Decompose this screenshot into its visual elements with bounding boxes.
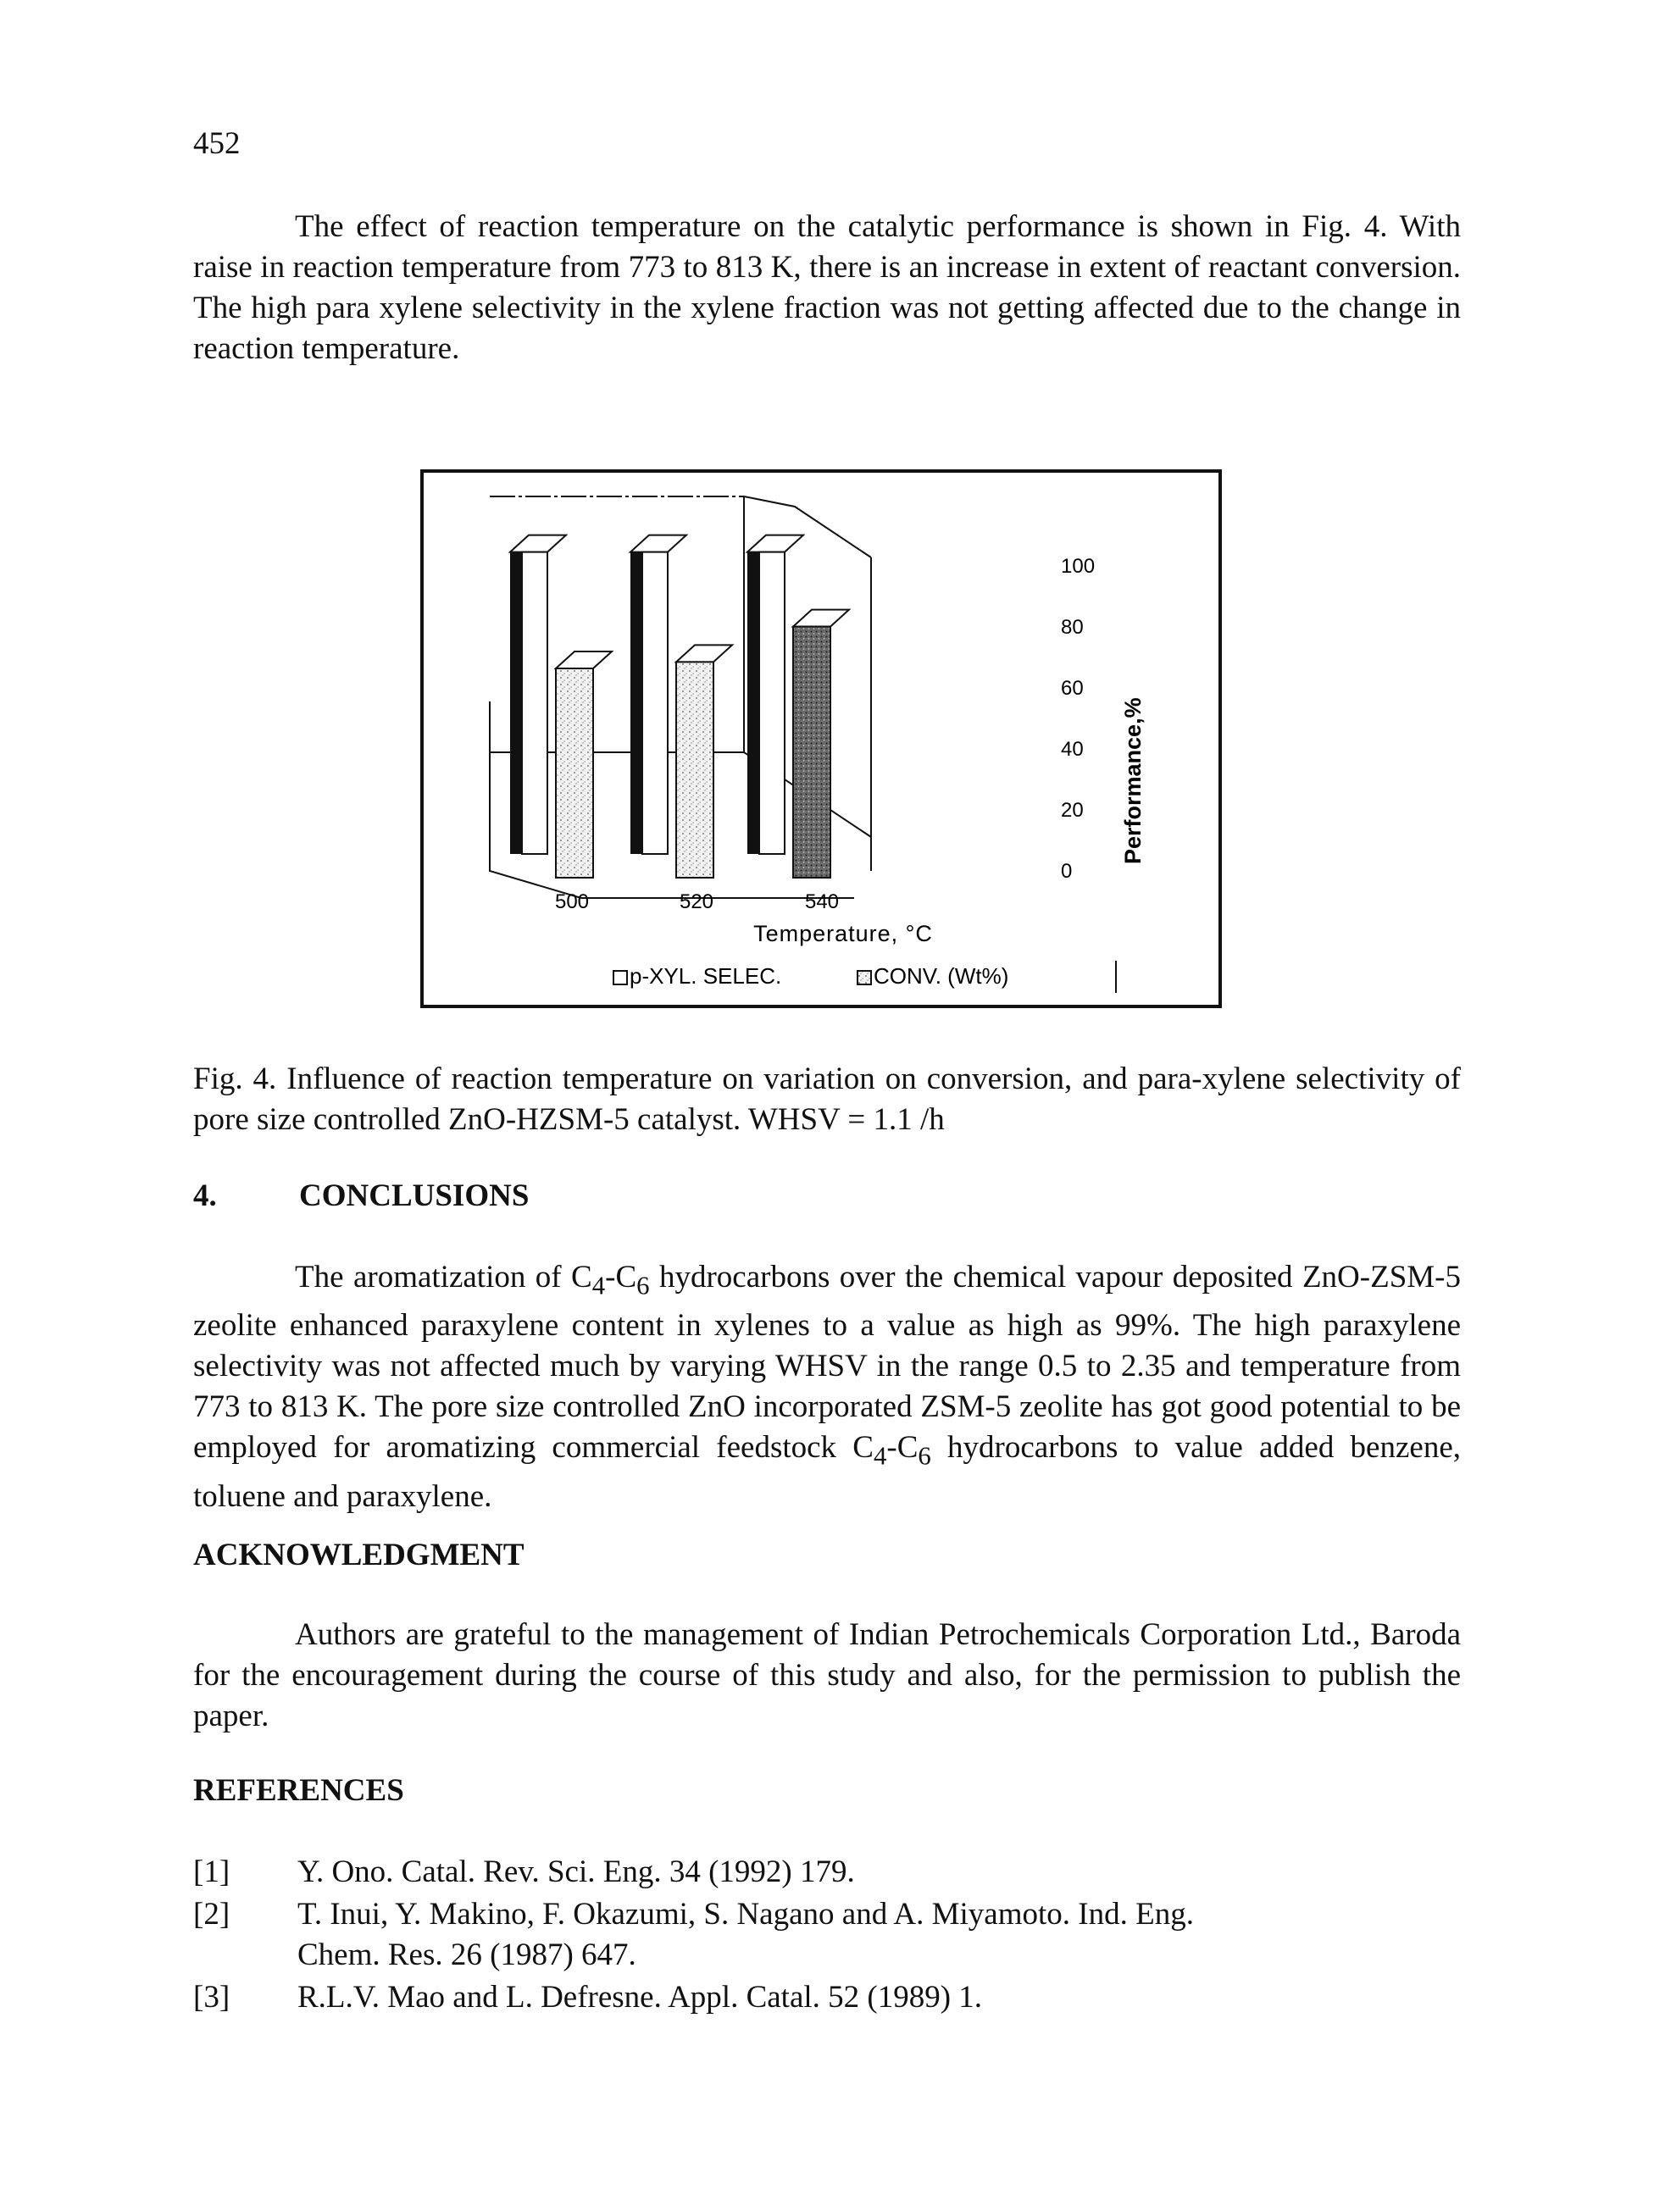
bar-selectivity	[521, 551, 548, 855]
reference-text: R.L.V. Mao and L. Defresne. Appl. Catal.…	[297, 1980, 983, 2015]
frame-left-edge	[489, 701, 582, 899]
bar-selectivity	[641, 551, 669, 855]
x-axis-label: Temperature, °C	[753, 921, 933, 946]
bar-selectivity-side	[747, 552, 759, 854]
y-tick-label: 40	[1061, 738, 1084, 761]
frame-top-right-edge	[743, 496, 872, 558]
legend-swatch-selectivity	[613, 970, 628, 985]
subscript: 4	[591, 1271, 606, 1300]
subscript: 4	[873, 1441, 887, 1471]
legend-swatch-conversion	[857, 970, 872, 985]
conclusions-text-3: hydrocarbons over the chemical vapour de…	[193, 1260, 1461, 1466]
legend: p-XYL. SELEC. CONV. (Wt%)	[613, 961, 1117, 993]
y-tick-label: 100	[1061, 555, 1095, 578]
bars-group	[508, 534, 852, 879]
page-number: 452	[193, 126, 241, 161]
subscript: 6	[918, 1441, 931, 1471]
bar-selectivity-side	[630, 552, 642, 854]
bar-conversion	[792, 625, 831, 879]
reference-tag: [2]	[193, 1897, 230, 1932]
reference-tag: [3]	[193, 1980, 230, 2015]
y-tick-label: 80	[1061, 616, 1084, 639]
reference-text: Y. Ono. Catal. Rev. Sci. Eng. 34 (1992) …	[297, 1854, 855, 1889]
acknowledgment-paragraph: Authors are grateful to the management o…	[193, 1615, 1461, 1737]
subscript: 6	[636, 1271, 650, 1300]
x-tick-label: 520	[680, 890, 713, 913]
reference-item: [1] Y. Ono. Catal. Rev. Sci. Eng. 34 (19…	[193, 1852, 1464, 1893]
acknowledgment-heading: ACKNOWLEDGMENT	[193, 1538, 525, 1572]
figure-caption: Fig. 4. Influence of reaction temperatur…	[193, 1062, 1461, 1137]
conclusions-text-2: -C	[605, 1260, 637, 1294]
reference-tag: [1]	[193, 1854, 230, 1889]
intro-text: The effect of reaction temperature on th…	[193, 209, 1461, 366]
y-tick-label: 20	[1061, 799, 1084, 822]
reference-text: T. Inui, Y. Makino, F. Okazumi, S. Nagan…	[297, 1897, 1194, 1972]
conclusions-number: 4.	[193, 1178, 217, 1213]
y-axis-label: Performance,%	[1120, 697, 1146, 864]
conclusions-heading: 4. CONCLUSIONS	[193, 1178, 529, 1214]
conclusions-text-5: hydrocarbons to value added benzene, tol…	[193, 1430, 1461, 1514]
acknowledgment-text: Authors are grateful to the management o…	[193, 1617, 1461, 1733]
conclusions-title: CONCLUSIONS	[299, 1178, 530, 1213]
references-heading: REFERENCES	[193, 1773, 404, 1808]
bar-conversion-top	[674, 644, 735, 663]
intro-paragraph: The effect of reaction temperature on th…	[193, 207, 1461, 369]
conclusions-text-1: The aromatization of C	[295, 1260, 592, 1294]
bar-conversion-top	[553, 651, 614, 669]
bar-chart: 0 20 40 60 80 100 500 520 540 Temperature, °C Pe…	[489, 496, 1146, 993]
bar-selectivity	[758, 551, 785, 855]
y-tick-label: 0	[1061, 860, 1072, 883]
figure-4: 0 20 40 60 80 100 500 520 540 Temperature, °C Pe…	[420, 469, 1222, 1008]
bar-conversion	[675, 661, 714, 879]
bar-conversion-top	[791, 608, 852, 628]
conclusions-text-4: -C	[886, 1430, 919, 1466]
reference-item: [3] R.L.V. Mao and L. Defresne. Appl. Ca…	[193, 1977, 1464, 2018]
x-tick-label: 500	[555, 890, 589, 913]
legend-label-selectivity: p-XYL. SELEC.	[630, 963, 781, 989]
legend-label-conversion: CONV. (Wt%)	[874, 963, 1008, 989]
conclusions-paragraph: The aromatization of C4-C6 hydrocarbons …	[193, 1257, 1461, 1517]
y-tick-label: 60	[1061, 677, 1084, 700]
bar-selectivity-top	[628, 534, 689, 553]
bar-selectivity-side	[510, 552, 522, 854]
bar-selectivity-top	[508, 534, 569, 553]
reference-item: [2] T. Inui, Y. Makino, F. Okazumi, S. N…	[193, 1894, 1464, 1976]
axis-labels-group: 0 20 40 60 80 100 500 520 540	[555, 555, 1095, 913]
x-tick-label: 540	[805, 890, 839, 913]
bar-conversion	[555, 668, 594, 879]
bar-selectivity-top	[745, 534, 806, 553]
